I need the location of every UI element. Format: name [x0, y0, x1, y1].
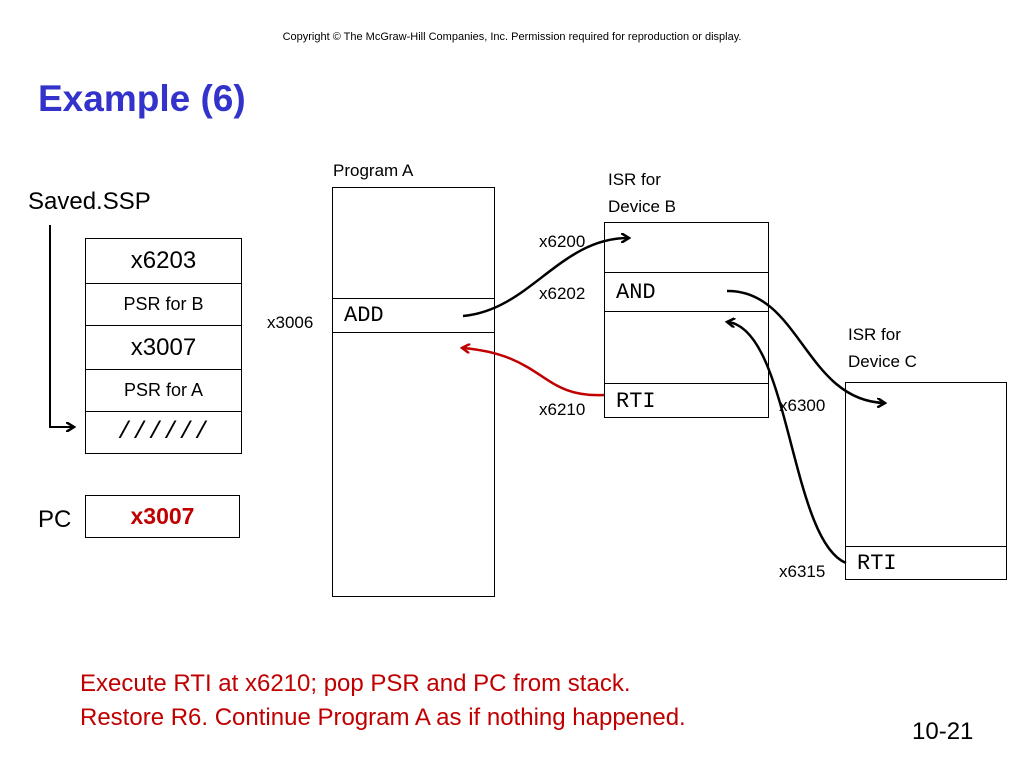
stack-cell: PSR for B — [86, 283, 241, 325]
addr-x3006: x3006 — [267, 313, 314, 332]
stack-cell: PSR for A — [86, 369, 241, 411]
isr-c-label-line2: Device C — [848, 352, 917, 371]
copyright-notice: Copyright © The McGraw-Hill Companies, I… — [282, 31, 742, 43]
isr-c-memory: RTI — [845, 382, 1007, 580]
program-a-memory: ADD — [332, 187, 495, 597]
isr-c-rti-row: RTI — [845, 546, 1007, 580]
stack-diagram: x6203 PSR for B x3007 PSR for A ////// — [85, 238, 242, 454]
ssp-pointer-arrow — [49, 225, 73, 427]
isr-b-label-line1: ISR for — [608, 170, 661, 189]
instruction-rti-c: RTI — [857, 551, 897, 576]
instruction-add: ADD — [344, 303, 384, 328]
isr-c-label-line1: ISR for — [848, 325, 901, 344]
isr-b-and-row: AND — [604, 272, 769, 312]
page-number: 10-21 — [912, 718, 974, 745]
program-a-label: Program A — [333, 161, 414, 180]
stack-cell: ////// — [86, 411, 241, 453]
isr-b-rti-row: RTI — [604, 383, 769, 418]
instruction-and: AND — [616, 279, 656, 305]
stack-cell: x3007 — [86, 325, 241, 369]
program-a-add-row: ADD — [332, 298, 495, 333]
addr-x6202: x6202 — [539, 284, 586, 303]
saved-ssp-label: Saved.SSP — [28, 188, 151, 215]
return-to-a-arrow — [463, 348, 605, 397]
addr-x6210: x6210 — [539, 400, 586, 419]
caption: Execute RTI at x6210; pop PSR and PC fro… — [80, 667, 686, 735]
caption-line2: Restore R6. Continue Program A as if not… — [80, 704, 686, 731]
caption-line1: Execute RTI at x6210; pop PSR and PC fro… — [80, 670, 631, 697]
interrupt-b-arrow — [462, 238, 628, 318]
isr-b-label-line2: Device B — [608, 197, 677, 216]
instruction-rti-b: RTI — [616, 388, 656, 414]
isr-b-memory: AND RTI — [604, 222, 769, 418]
return-to-b-arrow — [728, 322, 847, 565]
addr-x6200: x6200 — [539, 232, 586, 251]
interrupt-c-arrow — [726, 289, 884, 403]
pc-register: x3007 — [85, 495, 240, 538]
addr-x6300: x6300 — [779, 396, 826, 415]
slide-title: Example (6) — [38, 78, 246, 119]
pc-label: PC — [38, 506, 72, 533]
stack-cell: x6203 — [130, 247, 197, 274]
addr-x6315: x6315 — [779, 562, 826, 581]
